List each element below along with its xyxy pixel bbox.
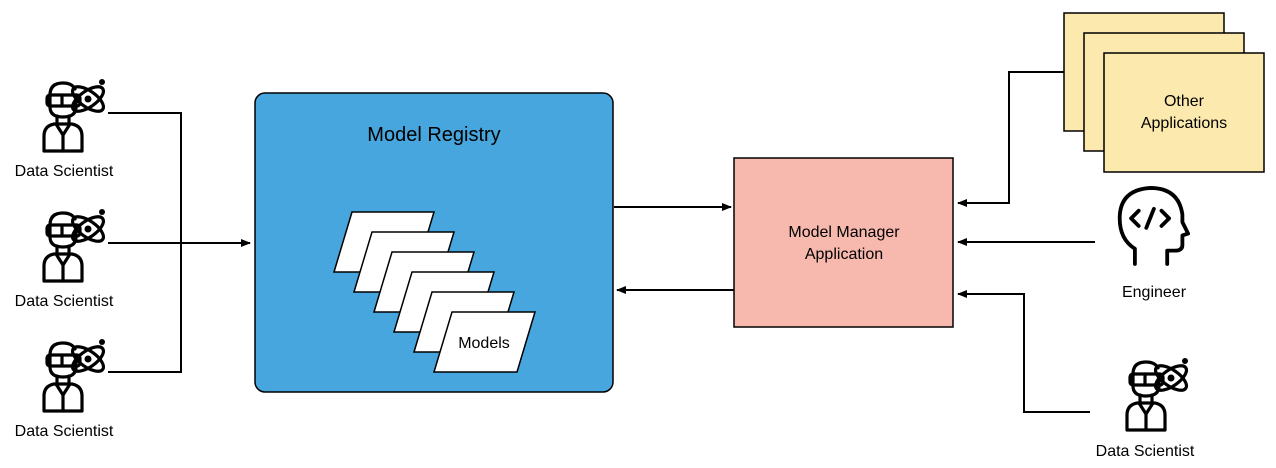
data-scientist-icon (1125, 356, 1193, 432)
data-scientist-actor-2: Data Scientist (15, 207, 114, 310)
scientists-to-registry-connector (108, 112, 251, 373)
other-applications-stack (1063, 12, 1265, 173)
model-manager-line1: Model Manager (788, 224, 900, 241)
data-scientist-label: Data Scientist (15, 293, 114, 310)
registry-manager-arrows (614, 203, 734, 294)
other-applications-line1: Other (1164, 93, 1205, 110)
data-scientist-actor-1: Data Scientist (15, 77, 114, 180)
data-scientist-icon (42, 337, 110, 413)
engineer-actor: Engineer (1117, 186, 1190, 301)
right-side-connectors (957, 71, 1095, 413)
model-sheet (432, 311, 537, 373)
data-scientist-actor-4: Data Scientist (1096, 356, 1195, 460)
data-scientist-label: Data Scientist (1096, 443, 1195, 460)
model-sheet-stack (332, 211, 537, 373)
model-registry-box: Model Registry Models (254, 92, 614, 393)
data-scientist-label: Data Scientist (15, 163, 114, 180)
data-scientist-label: Data Scientist (15, 423, 114, 440)
engineer-label: Engineer (1122, 284, 1187, 301)
model-manager-line2: Application (805, 246, 883, 263)
other-applications-line2: Applications (1141, 115, 1227, 132)
models-label: Models (458, 335, 510, 352)
model-manager-application-box: Model Manager Application (733, 157, 954, 328)
data-scientist-icon (42, 77, 110, 153)
engineer-icon (1117, 186, 1190, 266)
data-scientist-actor-3: Data Scientist (15, 337, 114, 440)
model-registry-title: Model Registry (367, 124, 500, 146)
application-card (1103, 52, 1265, 173)
data-scientist-icon (42, 207, 110, 283)
